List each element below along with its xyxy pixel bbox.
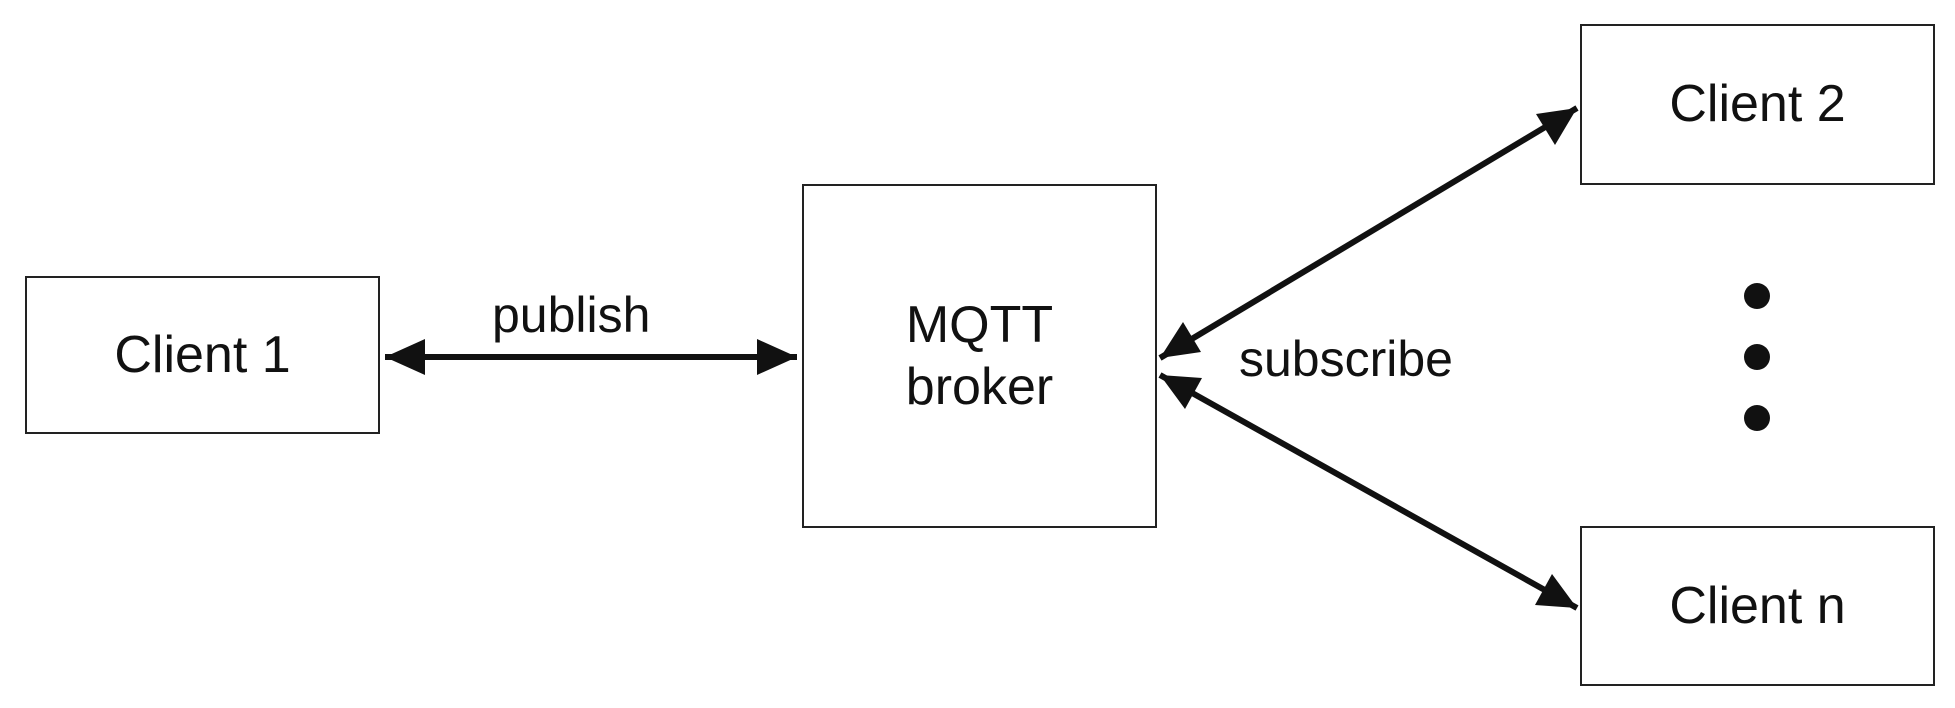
subscribe-label: subscribe xyxy=(1239,331,1453,387)
publish-label: publish xyxy=(492,287,651,343)
subscribe-arrow-client2 xyxy=(1158,105,1579,361)
ellipsis-dot xyxy=(1744,405,1770,431)
client-n-label: Client n xyxy=(1669,576,1846,635)
subscribe-arrow-clientn xyxy=(1158,372,1579,611)
client-n-node: Client n xyxy=(1580,526,1935,686)
client-2-node: Client 2 xyxy=(1580,24,1935,185)
ellipsis-dot xyxy=(1744,344,1770,370)
ellipsis-dot xyxy=(1744,283,1770,309)
client-1-node: Client 1 xyxy=(25,276,380,434)
mqtt-broker-node: MQTT broker xyxy=(802,184,1157,528)
client-2-label: Client 2 xyxy=(1669,75,1846,134)
publish-arrow xyxy=(385,339,797,375)
client-1-label: Client 1 xyxy=(114,325,291,384)
ellipsis-dots xyxy=(1744,283,1770,431)
mqtt-broker-label: MQTT broker xyxy=(905,295,1054,416)
